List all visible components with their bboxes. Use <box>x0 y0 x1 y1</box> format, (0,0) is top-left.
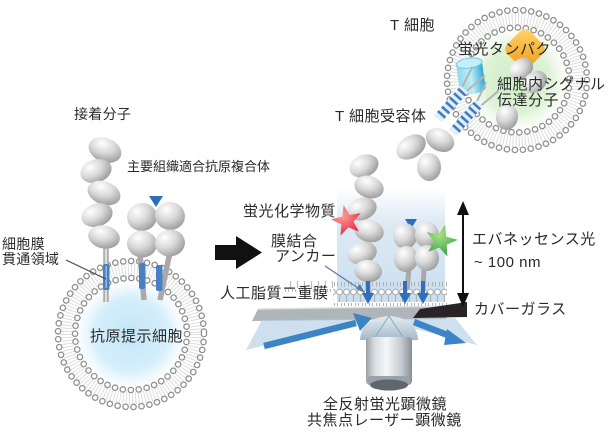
evanescent-depth-arrow <box>457 201 469 307</box>
lipid-bilayer-row <box>333 282 447 306</box>
transmembrane-label-line2: 貫通領域 <box>2 251 60 267</box>
transmembrane-segment <box>156 265 163 291</box>
mhc-complex-molecule <box>127 196 185 301</box>
microscope-objective <box>360 315 418 391</box>
membrane-anchor-label-line2: アンカー <box>275 248 337 265</box>
membrane-anchor-label-line1: 膜結合 <box>271 233 318 250</box>
apc-lipid-tails <box>60 263 202 405</box>
mhc-complex-label: 主要組織適合抗原複合体 <box>127 159 271 174</box>
t-cell-lipid-tails <box>449 12 585 148</box>
cover-glass-label: カバーガラス <box>474 301 567 318</box>
bilayer-label: 人工脂質二重膜 <box>220 285 329 302</box>
green-fluorophore-star-icon <box>426 224 458 257</box>
anchored-mhc-molecule <box>392 219 440 291</box>
transformation-arrow-icon <box>215 236 262 269</box>
evanescent-range-label: ~ 100 nm <box>474 254 541 271</box>
anchor-pointer-line <box>324 265 365 293</box>
cover-glass <box>252 306 452 321</box>
membrane-anchors <box>362 281 429 304</box>
signal-molecules <box>495 57 548 130</box>
red-fluorophore-star-icon <box>331 205 361 236</box>
microscope-label-line1: 全反射蛍光顕微鏡 <box>323 396 448 413</box>
reflected-beam-arrowhead <box>444 329 466 345</box>
incident-beam-arrowhead <box>353 313 372 331</box>
laser-beams <box>246 313 477 350</box>
adhesion-molecule-chain <box>80 137 122 302</box>
lipid-bilayer-row-left <box>284 281 333 292</box>
fluorescent-protein-label: 蛍光タンパク <box>458 41 552 58</box>
evanescent-label: エバネッセンス光 <box>472 231 596 248</box>
apc-cytoplasm <box>69 272 193 396</box>
tcr-label: T 細胞受容体 <box>335 108 427 125</box>
apc-label: 抗原提示細胞 <box>90 328 184 345</box>
signal-molecule-label-line1: 細胞内シグナル <box>497 76 606 93</box>
antigen-presenting-cell <box>54 257 208 411</box>
cover-glass-dark-edge <box>413 302 467 318</box>
transmembrane-segment <box>139 263 146 289</box>
fluorescent-protein-orange-icon <box>505 29 545 69</box>
antigen-peptide-icon <box>405 219 417 229</box>
cover-glass-highlight <box>257 305 453 310</box>
antigen-peptide-icon <box>149 196 163 207</box>
signal-molecule-label-line2: 伝達分子 <box>497 92 560 109</box>
microscope-label-line2: 共焦点レーザー顕微鏡 <box>307 412 462 429</box>
apc-membrane <box>54 257 208 411</box>
transmembrane-pointer-line <box>65 259 107 280</box>
t-cell-illustration <box>433 6 591 154</box>
tcr-transmembrane-bundle <box>433 66 500 137</box>
t-cell-receptor-molecule <box>396 128 455 181</box>
transmembrane-label-line1: 細胞膜 <box>2 236 45 252</box>
t-cell-label: T 細胞 <box>390 17 436 34</box>
adhesion-molecule-label: 接着分子 <box>74 106 132 122</box>
fluorescent-chemical-label: 蛍光化学物質 <box>243 203 337 220</box>
